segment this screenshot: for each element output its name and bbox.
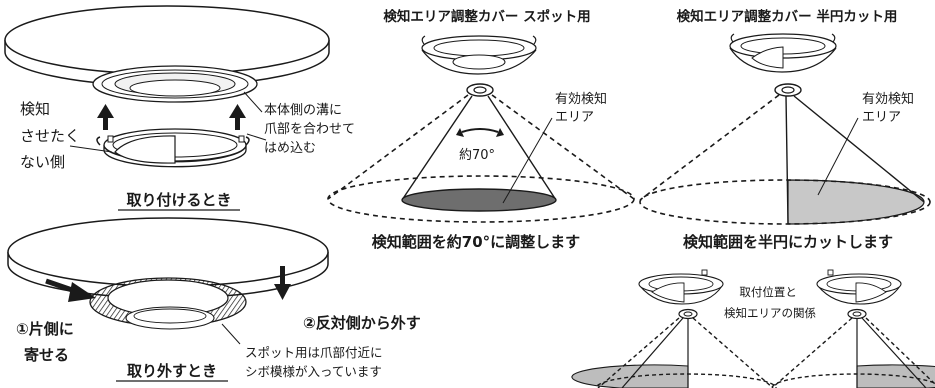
sensor-icon xyxy=(466,83,494,97)
adjustment-cover-part xyxy=(96,128,250,168)
half-title: 検知エリア調整カバー 半円カット用 xyxy=(677,8,898,25)
relation-panel: 取付位置と 検知エリアの関係 xyxy=(571,269,935,388)
dashed-edge xyxy=(491,94,635,200)
leader-line xyxy=(502,117,553,204)
step1-label: ①片側に 寄せる xyxy=(16,320,79,364)
angle-label: 約70° xyxy=(459,148,495,163)
dashed-edge xyxy=(597,317,680,388)
dashed-edge xyxy=(692,317,774,388)
half-cover-part xyxy=(729,33,837,73)
install-caption: 取り付けるとき xyxy=(126,191,231,209)
label-line: ①片側に xyxy=(16,320,74,338)
leader-line xyxy=(246,133,267,141)
cone-edge xyxy=(861,317,927,388)
half-area-label: 有効検知 エリア xyxy=(862,91,918,125)
label-line: はめ込む xyxy=(264,141,316,156)
relation-cover-left xyxy=(638,269,724,305)
sensor-icon xyxy=(847,308,867,320)
cone-edge xyxy=(793,95,925,203)
up-arrow-icon xyxy=(97,104,114,130)
label-line: 寄せる xyxy=(24,346,69,364)
install-panel: 検知 させたく ない側 本体側の溝に 爪部を合わせて はめ込む 取り付けるとき xyxy=(4,5,359,211)
dashed-edge xyxy=(639,94,780,201)
push-arrow-icon xyxy=(45,278,96,302)
spot-caption: 検知範囲を約70°に調整します xyxy=(372,233,580,251)
sensor-icon xyxy=(774,83,802,97)
half-panel: 検知エリア調整カバー 半円カット用 有効検知 エリア 検知範囲を半円にカットしま… xyxy=(639,8,931,251)
full-detection-area xyxy=(639,179,931,225)
full-detection-area xyxy=(327,175,635,223)
effective-detection-area xyxy=(787,179,925,225)
label-line: シボ模様が入っています xyxy=(245,364,382,379)
label-line: エリア xyxy=(862,110,901,125)
effective-detection-area xyxy=(571,364,689,388)
label-line: スポット用は爪部付近に xyxy=(245,345,383,360)
remove-note: スポット用は爪部付近に シボ模様が入っています xyxy=(245,345,387,379)
spot-cover-part xyxy=(421,35,537,75)
label-line: 爪部を合わせて xyxy=(264,122,355,137)
leader-line xyxy=(243,91,263,113)
dashed-edge xyxy=(865,317,935,385)
label-line: 本体側の溝に xyxy=(264,103,342,118)
install-left-label: 検知 させたく ない側 xyxy=(20,100,85,171)
effective-detection-area xyxy=(856,364,935,388)
half-caption: 検知範囲を半円にカットします xyxy=(683,233,893,251)
sensor-icon xyxy=(678,308,698,320)
up-arrow-icon xyxy=(229,104,246,130)
install-right-label: 本体側の溝に 爪部を合わせて はめ込む xyxy=(264,103,359,156)
dashed-edge xyxy=(327,94,469,200)
step2-label: ②反対側から外す xyxy=(303,314,421,332)
leader-line xyxy=(69,145,113,153)
down-arrow-icon xyxy=(274,266,291,300)
label-line: させたく xyxy=(20,127,80,145)
spot-title: 検知エリア調整カバー スポット用 xyxy=(383,8,590,25)
label-line: 検知エリアの関係 xyxy=(724,306,816,320)
label-line: エリア xyxy=(555,110,594,125)
ceiling-fixture-body xyxy=(4,5,330,103)
leader-line xyxy=(221,323,241,345)
remove-caption: 取り外すとき xyxy=(127,362,217,380)
remove-panel: ①片側に 寄せる ②反対側から外す スポット用は爪部付近に シボ模様が入っていま… xyxy=(7,217,421,382)
label-line: 有効検知 xyxy=(555,91,607,107)
cone-edge xyxy=(401,95,473,201)
full-detection-area xyxy=(771,373,935,388)
rotate-arrow-icon xyxy=(456,128,504,137)
label-line: 検知 xyxy=(20,100,50,118)
label-line: 有効検知 xyxy=(862,91,914,107)
ceiling-fixture-body xyxy=(7,217,329,330)
label-line: ない側 xyxy=(20,153,65,171)
leader-line xyxy=(817,117,859,196)
cone-edge xyxy=(487,95,557,201)
cut-edge xyxy=(785,95,789,225)
dashed-edge xyxy=(771,317,853,388)
relation-label: 取付位置と 検知エリアの関係 xyxy=(724,285,816,320)
spot-area-label: 有効検知 エリア xyxy=(555,91,611,125)
label-line: 取付位置と xyxy=(739,285,797,299)
relation-cover-right xyxy=(816,269,902,305)
effective-detection-area xyxy=(401,188,557,212)
spot-panel: 検知エリア調整カバー スポット用 約70° 有効検知 エリア xyxy=(327,8,635,251)
